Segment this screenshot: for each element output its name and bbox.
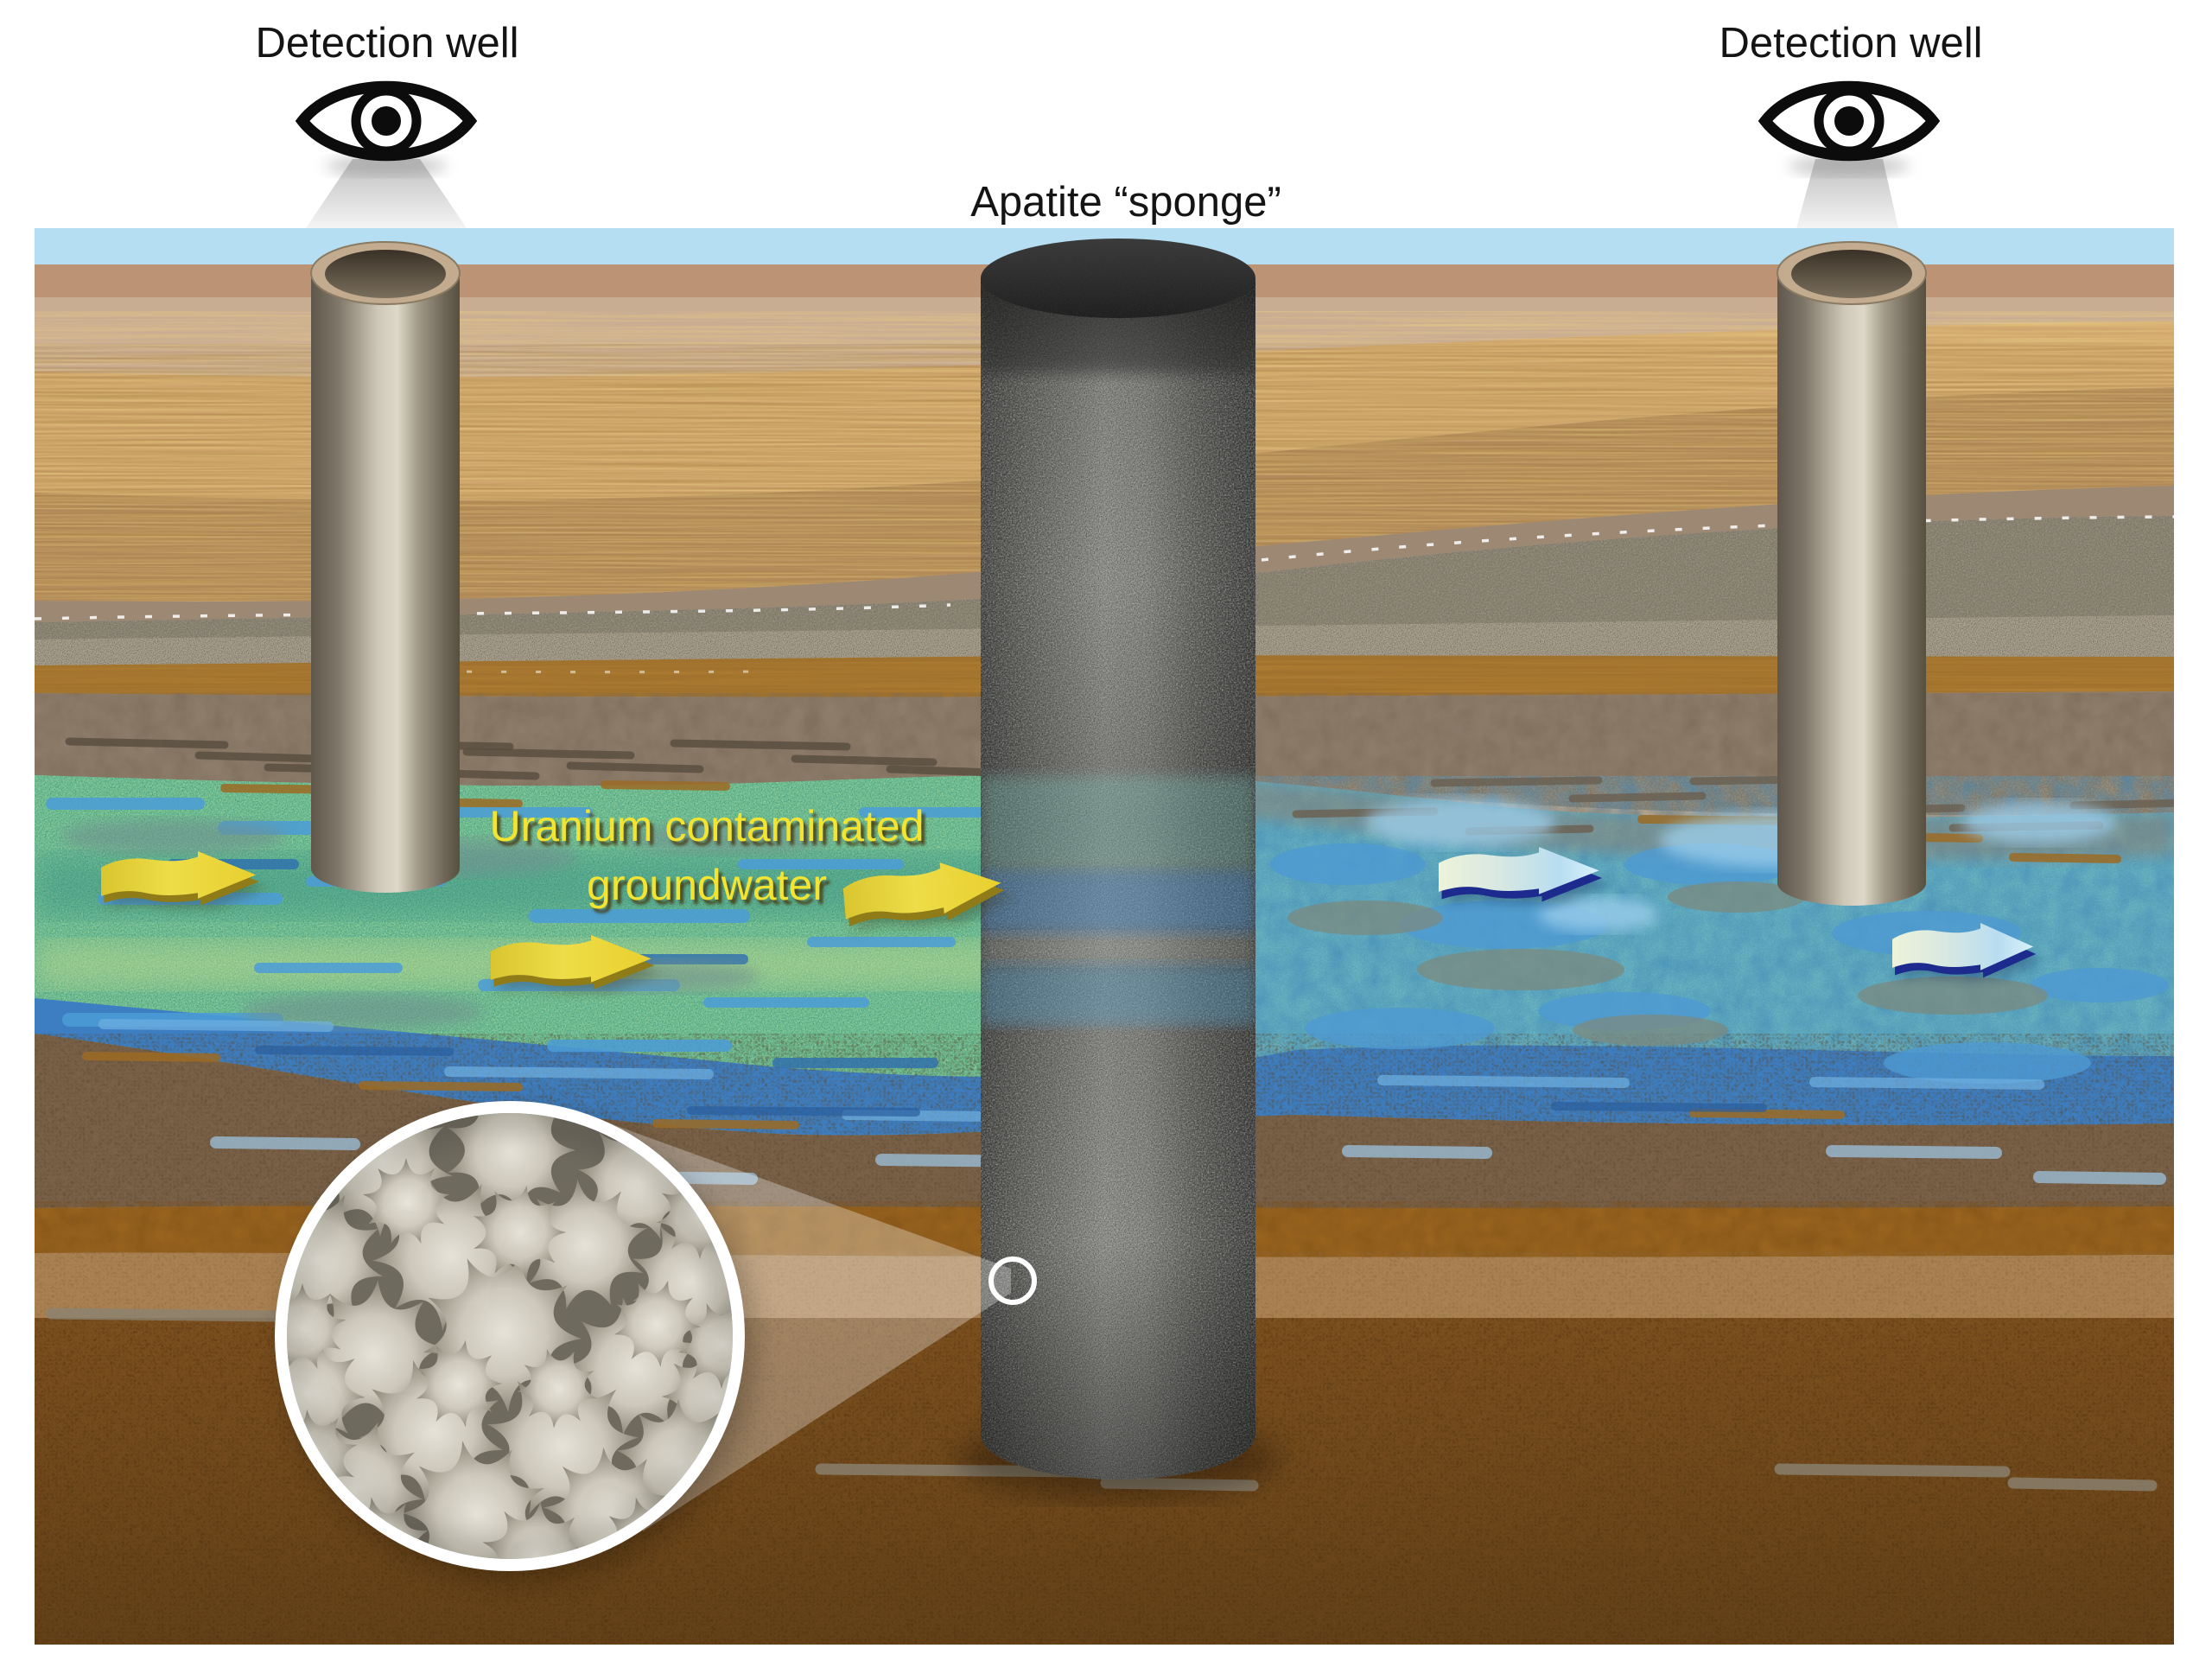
right-view-beam bbox=[1796, 159, 1898, 228]
uranium-groundwater-label: Uranium contaminated groundwater bbox=[489, 802, 925, 909]
left-detection-well-icon bbox=[295, 80, 478, 228]
eye-icon bbox=[295, 80, 478, 176]
left-detection-well-label: Detection well bbox=[255, 20, 519, 67]
apatite-sponge-column bbox=[981, 239, 1255, 1480]
eye-icon bbox=[1758, 80, 1941, 176]
apatite-crystal-inset bbox=[275, 1101, 753, 1581]
column-water-band-blue bbox=[981, 871, 1255, 933]
right-well-pipe bbox=[1777, 241, 1927, 906]
sample-point-circle bbox=[988, 1257, 1037, 1305]
right-detection-well-label: Detection well bbox=[1719, 20, 1983, 67]
left-well-opening bbox=[325, 250, 446, 298]
column-water-band-teal bbox=[981, 776, 1255, 871]
apatite-sponge-label: Apatite “sponge” bbox=[970, 179, 1281, 226]
right-well-opening bbox=[1791, 250, 1912, 298]
cross-section bbox=[35, 228, 2174, 1645]
left-well-pipe bbox=[310, 241, 461, 893]
layer-mauve bbox=[35, 486, 2174, 622]
left-view-beam bbox=[306, 159, 467, 228]
soil-texture-streaks bbox=[46, 737, 2174, 1492]
dashed-boundary-lines bbox=[35, 515, 2174, 674]
right-detection-well-icon bbox=[1758, 80, 1941, 228]
